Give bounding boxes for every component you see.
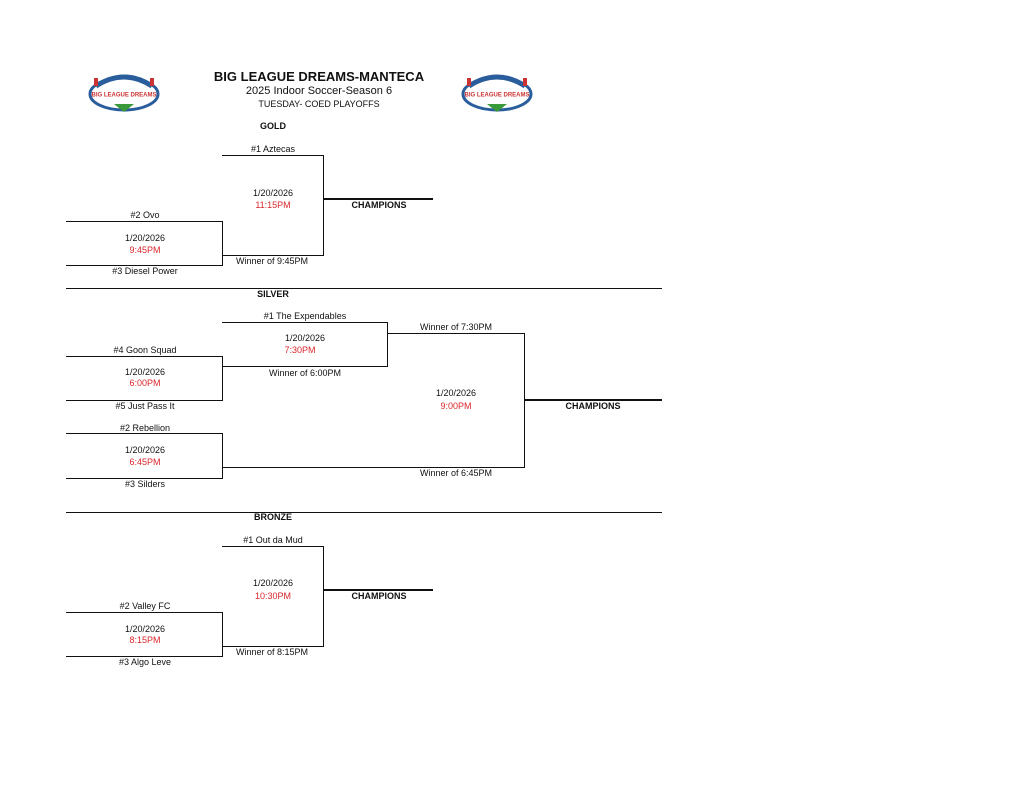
bracket-line	[222, 612, 223, 657]
bronze-seed2: #2 Valley FC	[119, 601, 171, 611]
bracket-line	[66, 400, 223, 401]
silver-g3-date: 1/20/2026	[284, 333, 326, 343]
bronze-final-date: 1/20/2026	[252, 578, 294, 588]
section-divider	[66, 512, 662, 513]
bracket-line	[222, 155, 324, 156]
silver-g1-date: 1/20/2026	[124, 367, 166, 377]
silver-g3-time: 7:30PM	[284, 345, 316, 355]
gold-winner: Winner of 9:45PM	[235, 256, 309, 266]
silver-seed3: #3 Silders	[124, 479, 166, 489]
bracket-line	[66, 221, 223, 222]
bracket-line	[66, 433, 223, 434]
bracket-line	[66, 356, 223, 357]
bracket-line	[222, 255, 324, 256]
bracket-line	[387, 333, 525, 334]
bracket-line	[66, 656, 223, 657]
section-divider	[66, 288, 662, 289]
bracket-line	[222, 433, 223, 479]
gold-title: GOLD	[260, 121, 286, 131]
bronze-final-time: 10:30PM	[254, 591, 292, 601]
silver-final-date: 1/20/2026	[435, 388, 477, 398]
champion-line	[323, 198, 433, 200]
bracket-line	[222, 221, 223, 266]
bracket-line	[222, 546, 324, 547]
bracket-line	[222, 366, 388, 367]
bracket-line	[66, 478, 223, 479]
silver-seed1: #1 The Expendables	[263, 311, 347, 321]
silver-winner-645: Winner of 6:45PM	[419, 468, 493, 478]
silver-seed5: #5 Just Pass It	[115, 401, 175, 411]
svg-text:BIG LEAGUE DREAMS: BIG LEAGUE DREAMS	[91, 93, 156, 99]
gold-semi-time: 9:45PM	[129, 245, 161, 255]
silver-winner-600: Winner of 6:00PM	[268, 368, 342, 378]
bronze-semi-time: 8:15PM	[129, 635, 161, 645]
bronze-title: BRONZE	[254, 512, 292, 522]
silver-seed4: #4 Goon Squad	[113, 345, 177, 355]
bronze-seed3: #3 Algo Leve	[118, 657, 172, 667]
big-league-dreams-logo-left: BIG LEAGUE DREAMS	[88, 74, 160, 112]
bracket-line	[222, 646, 324, 647]
silver-g1-time: 6:00PM	[129, 378, 161, 388]
silver-g2-date: 1/20/2026	[124, 445, 166, 455]
bracket-line	[323, 155, 324, 256]
silver-final-time: 9:00PM	[440, 401, 472, 411]
bronze-semi-date: 1/20/2026	[124, 624, 166, 634]
page-title: BIG LEAGUE DREAMS-MANTECA	[213, 69, 425, 84]
bronze-champions: CHAMPIONS	[351, 591, 407, 601]
champion-line	[524, 399, 662, 401]
bracket-line	[387, 322, 388, 367]
gold-final-time: 11:15PM	[255, 200, 291, 210]
bronze-winner: Winner of 8:15PM	[235, 647, 309, 657]
page-subtitle: 2025 Indoor Soccer-Season 6	[245, 85, 393, 97]
silver-seed2: #2 Rebellion	[119, 423, 171, 433]
svg-text:BIG LEAGUE DREAMS: BIG LEAGUE DREAMS	[464, 93, 529, 99]
gold-semi-date: 1/20/2026	[124, 233, 166, 243]
bronze-seed1: #1 Out da Mud	[243, 535, 303, 545]
gold-seed3: #3 Diesel Power	[112, 266, 178, 276]
page-subtitle-day: TUESDAY- COED PLAYOFFS	[258, 99, 380, 109]
gold-seed2: #2 Ovo	[130, 210, 160, 220]
bracket-line	[66, 265, 223, 266]
champion-line	[323, 589, 433, 591]
gold-final-date: 1/20/2026	[252, 188, 294, 198]
silver-g2-time: 6:45PM	[129, 457, 161, 467]
bracket-line	[323, 546, 324, 647]
big-league-dreams-logo-right: BIG LEAGUE DREAMS	[461, 74, 533, 112]
bracket-line	[222, 356, 223, 401]
silver-winner-730: Winner of 7:30PM	[419, 322, 493, 332]
bracket-line	[66, 612, 223, 613]
bracket-line	[222, 322, 388, 323]
gold-seed1: #1 Aztecas	[250, 144, 296, 154]
silver-title: SILVER	[257, 289, 289, 299]
gold-champions: CHAMPIONS	[351, 200, 407, 210]
silver-champions: CHAMPIONS	[565, 401, 621, 411]
bracket-line	[222, 467, 525, 468]
